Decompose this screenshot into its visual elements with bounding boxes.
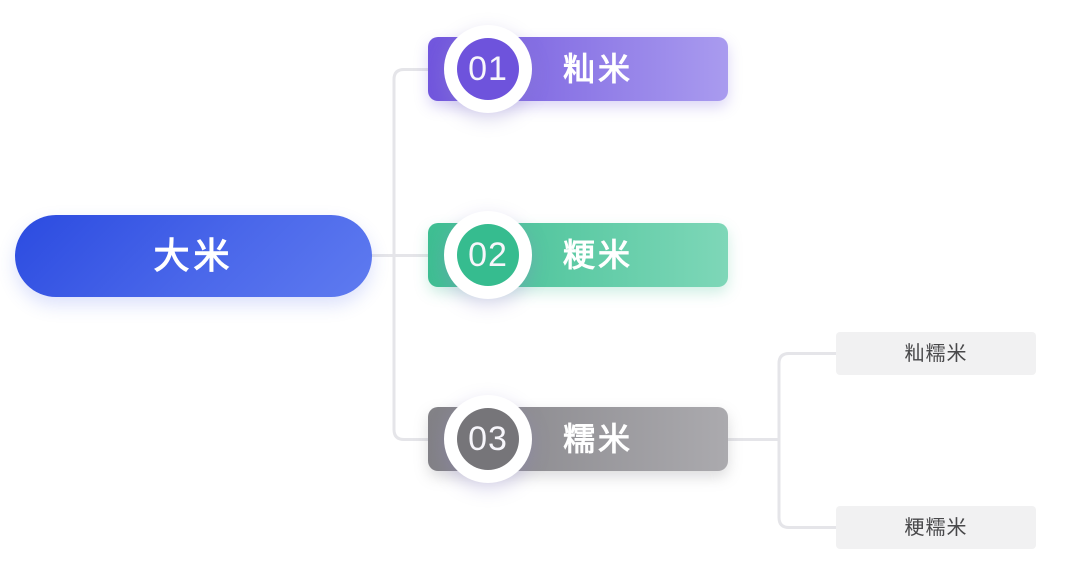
leaf-node-xian-nuomi: 籼糯米 [836, 332, 1036, 375]
branch-03-badge: 03 [444, 395, 532, 483]
leaf-jing-nuomi-label: 粳糯米 [904, 516, 968, 539]
branch-02-badge: 02 [444, 211, 532, 299]
branch-01-badge: 01 [444, 25, 532, 113]
root-node-label: 大米 [153, 235, 234, 276]
leaf-node-jing-nuomi: 粳糯米 [836, 506, 1036, 549]
connector-trunk-left [392, 68, 430, 441]
branch-node-01: 01 籼米 [428, 25, 728, 113]
branch-02-badge-circle: 02 [457, 224, 519, 286]
branch-01-number: 01 [468, 50, 508, 88]
branch-02-number: 02 [468, 236, 508, 274]
connector-trunk-right [777, 352, 838, 529]
branch-03-label: 糯米 [563, 421, 634, 457]
root-node: 大米 [15, 215, 372, 297]
branch-01-label: 籼米 [563, 51, 634, 87]
branch-node-02: 02 粳米 [428, 211, 728, 299]
branch-03-number: 03 [468, 420, 508, 458]
branch-node-03: 03 糯米 [428, 395, 728, 483]
branch-02-label: 粳米 [563, 237, 634, 273]
leaf-xian-nuomi-label: 籼糯米 [904, 342, 968, 365]
branch-01-badge-circle: 01 [457, 38, 519, 100]
branch-03-badge-circle: 03 [457, 408, 519, 470]
